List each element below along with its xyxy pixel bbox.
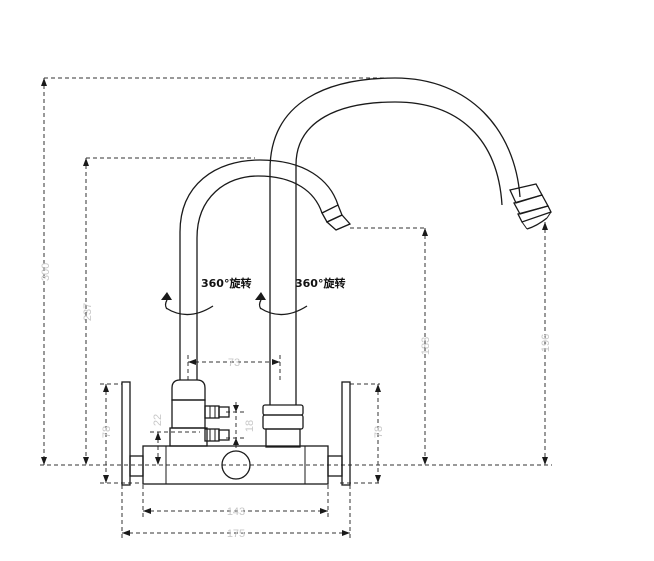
dimension-175: 175 bbox=[227, 528, 245, 540]
left-wall-flange bbox=[121, 381, 144, 486]
dimension-183: 183 bbox=[420, 337, 432, 355]
dimension-arrows bbox=[41, 78, 548, 536]
dimension-196: 196 bbox=[540, 334, 552, 352]
dimension-18: 18 bbox=[244, 420, 256, 432]
center-knob bbox=[221, 450, 251, 480]
left-rotation-arrow-icon bbox=[161, 292, 214, 316]
short-spout bbox=[179, 159, 352, 380]
rotate-label-left: 360°旋转 bbox=[201, 276, 251, 290]
dimension-22: 22 bbox=[152, 414, 164, 426]
right-swivel-nut bbox=[262, 404, 304, 448]
dimension-78-left: 78 bbox=[101, 426, 113, 438]
rotate-label-right: 360°旋转 bbox=[295, 276, 345, 290]
tall-spout bbox=[269, 77, 552, 405]
dimension-237: 237 bbox=[82, 303, 94, 321]
left-swivel-body bbox=[169, 379, 208, 447]
dimension-lines bbox=[40, 77, 552, 540]
dimension-143: 143 bbox=[227, 506, 245, 518]
dimension-73: 73 bbox=[228, 357, 240, 369]
dimension-300: 300 bbox=[40, 263, 52, 281]
dimension-78-right: 78 bbox=[373, 426, 385, 438]
hose-connectors bbox=[204, 405, 230, 442]
right-wall-flange bbox=[327, 381, 351, 486]
right-rotation-arrow-icon bbox=[255, 292, 308, 316]
